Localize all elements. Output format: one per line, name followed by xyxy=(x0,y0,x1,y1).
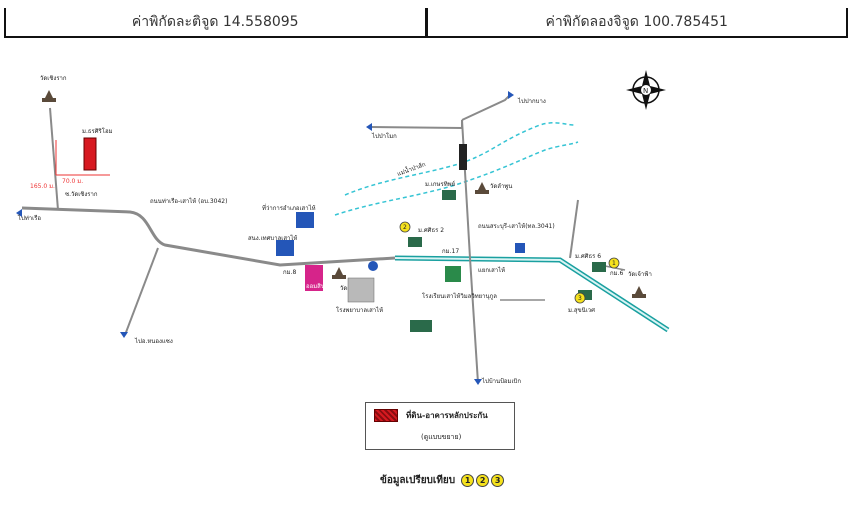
village-icon xyxy=(592,262,606,272)
km8-label: กม.8 xyxy=(283,269,296,276)
latitude-field: ค่าพิกัดละติจูด 14.558095 xyxy=(131,14,299,30)
to-pa-mok-label: ไปป่าโมก xyxy=(371,132,397,140)
legend-subtitle: (ดูแบบขยาย) xyxy=(421,433,462,441)
to-ban-pong-label: ไปบ้านป้อมเบิก xyxy=(481,377,521,385)
comparison-badge: 2 xyxy=(476,474,490,487)
mb-thorn-label: ม.ธรศิริโฮม xyxy=(82,127,113,135)
mb-suk-label: ม.สุขนิเวศ xyxy=(568,307,595,314)
collateral-plot xyxy=(83,137,97,171)
municipality-icon xyxy=(276,240,294,256)
legend-swatch xyxy=(374,409,398,422)
temple-icon xyxy=(42,90,56,102)
bank-icon xyxy=(305,265,323,291)
to-nong-saeng-label: ไปอ.หนองแซง xyxy=(134,337,173,345)
wat-sung-label: วัดสูง xyxy=(340,285,354,292)
road-soi xyxy=(49,107,59,211)
river-bank-south xyxy=(334,141,579,216)
dist-165-label: 165.0 ม. xyxy=(30,183,55,190)
arrow-icon xyxy=(120,332,128,338)
district-office-label: ที่ว่าการอำเภอเสาไห้ xyxy=(262,204,316,212)
north-arrow-icon: N xyxy=(626,70,666,110)
temple-icon xyxy=(332,267,346,279)
km6-label: กม.6 xyxy=(610,270,623,277)
legend: ที่ดิน-อาคารหลักประกัน (ดูแบบขยาย) xyxy=(365,402,515,450)
to-pak-bang-label: ไปปากบาง xyxy=(517,97,546,105)
km17-label: กม.17 xyxy=(442,248,459,255)
arrow-icon xyxy=(508,91,514,99)
bridge-icon xyxy=(459,144,467,170)
school-label: โรงเรียนเสาไห้วิมลวิทยานุกูล xyxy=(422,292,497,300)
comparison-marker xyxy=(608,257,620,269)
road-3042-label: ถนนท่าเรือ-เสาไห้ (อบ.3042) xyxy=(150,197,227,205)
comparison-badge: 3 xyxy=(491,474,505,487)
marker-2-label: 2 xyxy=(403,224,407,231)
district-office-icon xyxy=(296,212,314,228)
coordinate-bar: ค่าพิกัดละติจูด 14.558095 ค่าพิกัดลองจิจ… xyxy=(4,8,848,38)
hospital-icon xyxy=(347,277,375,303)
arrow-icon xyxy=(16,209,22,217)
police-icon xyxy=(368,261,378,271)
village-icon xyxy=(410,320,432,332)
river-label: แม่น้ำป่าสัก xyxy=(395,158,427,178)
road-nong-saeng xyxy=(124,247,159,336)
mb-sirin2-label: ม.ศศิธร 2 xyxy=(418,227,444,234)
school-icon xyxy=(445,266,461,282)
wat-chao-fa-label: วัดเจ้าฟ้า xyxy=(628,271,652,278)
road-3041-label: ถนนสระบุรี-เสาไห้(ทล.3041) xyxy=(478,222,555,230)
to-tha-ruea-label: ไปท่าเรือ xyxy=(17,214,41,222)
comparison-key: ข้อมูลเปรียบเทียบ 1 2 3 xyxy=(380,473,505,488)
saeng-sao-hai-label: แยกเสาไห้ xyxy=(478,266,505,274)
temple-icon xyxy=(632,286,646,298)
village-icon xyxy=(578,290,592,300)
soi-wat-label: ซ.วัดเชิงราก xyxy=(65,191,98,198)
village-icon xyxy=(442,190,456,200)
hospital-label: โรงพยาบาลเสาไห้ xyxy=(336,306,383,314)
legend-title: ที่ดิน-อาคารหลักประกัน xyxy=(406,411,488,420)
north-label: N xyxy=(643,87,648,95)
mb-kaset-label: ม.เกษรทิพย์ xyxy=(425,180,455,188)
marker-3-label: 3 xyxy=(578,295,582,302)
wat-lum-label: วัดลำพูน xyxy=(490,183,512,190)
road-east xyxy=(569,199,579,259)
temple-icon xyxy=(475,182,489,194)
dist-70-label: 70.0 ม. xyxy=(62,178,83,185)
bank-label: ออมสิน xyxy=(306,283,325,290)
municipality-label: สนง.เทศบาลเสาไห้ xyxy=(248,234,297,242)
wat-cherng-rak-label: วัดเชิงราก xyxy=(40,75,67,82)
comparison-label: ข้อมูลเปรียบเทียบ xyxy=(380,475,456,486)
arrow-icon xyxy=(366,123,372,131)
longitude-field: ค่าพิกัดลองจิจูด 100.785451 xyxy=(424,8,847,36)
river-bank-north xyxy=(344,122,576,196)
comparison-marker xyxy=(399,221,411,233)
arrow-icon xyxy=(474,379,482,385)
marker-1-label: 1 xyxy=(612,260,616,267)
comparison-marker xyxy=(574,292,586,304)
village-icon xyxy=(408,237,422,247)
road-north-branch xyxy=(461,94,511,121)
sign-icon xyxy=(515,243,525,253)
comparison-badge: 1 xyxy=(461,474,475,487)
road-north xyxy=(369,120,463,130)
road-3041-inner xyxy=(394,257,669,331)
road-3042 xyxy=(21,206,396,267)
mb-sirin6-label: ม.ศศิธร 6 xyxy=(575,253,601,260)
